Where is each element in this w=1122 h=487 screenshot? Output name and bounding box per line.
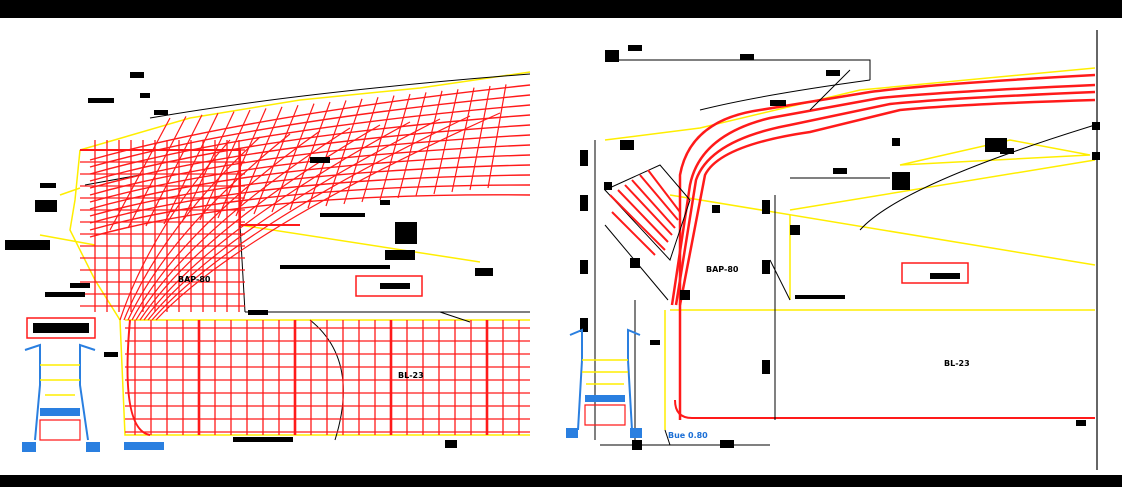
grid-sweep-line — [89, 194, 531, 238]
grid-cross-line — [217, 108, 267, 219]
grid-sweep-line — [89, 94, 531, 168]
left-block-label: BL-23 — [398, 371, 424, 380]
bottom-border-bar — [0, 475, 1122, 487]
left-drawing: BAP-80 BL-23 — [5, 71, 531, 452]
left-blue-scale-bar — [124, 442, 164, 450]
right-block-label: BL-23 — [944, 359, 970, 368]
grid-cross-line — [109, 117, 171, 231]
grid-cross-line — [271, 103, 315, 213]
grid-fan-line — [139, 124, 381, 321]
left-frame-text-block — [380, 283, 410, 289]
right-red-road — [670, 73, 1096, 420]
grid-cross-line — [487, 84, 507, 189]
grid-fan-line — [123, 136, 261, 321]
grid-sweep-line — [89, 174, 531, 224]
grid-fan-line — [119, 139, 231, 321]
left-road-edges — [84, 73, 531, 441]
left-label-text-block — [33, 323, 89, 333]
grid-cross-line — [343, 97, 379, 205]
grid-cross-line — [199, 109, 251, 221]
grid-cross-line — [361, 95, 395, 203]
grid-fan-line — [131, 130, 321, 321]
left-grid-horizontals-lower — [125, 327, 530, 433]
right-red-hatching — [609, 169, 681, 256]
grid-cross-line — [379, 93, 411, 201]
grid-fan-line — [155, 112, 501, 321]
grid-cross-line — [163, 112, 219, 225]
left-red-label-box — [26, 317, 96, 339]
grid-sweep-line — [89, 184, 531, 231]
grid-cross-line — [415, 90, 443, 197]
right-frame-text-block — [930, 273, 960, 279]
grid-cross-line — [397, 92, 427, 199]
right-red-frame-box — [901, 262, 969, 284]
left-annotations — [5, 72, 493, 448]
grid-sweep-line — [89, 164, 531, 217]
right-annotations — [580, 45, 1100, 450]
grid-fan-line — [135, 127, 351, 321]
grid-sweep-line — [89, 104, 531, 175]
left-red-grid — [80, 84, 531, 436]
left-grid-sweeps — [89, 84, 531, 321]
grid-sweep-line — [89, 134, 531, 196]
right-yellow-outline — [604, 67, 1096, 430]
right-detail-figure — [566, 328, 642, 438]
right-drawing: BAP-80 BL-23 Bue 0.80 — [566, 30, 1100, 470]
grid-cross-line — [451, 87, 475, 193]
grid-cross-line — [253, 104, 299, 215]
grid-cross-line — [289, 101, 331, 211]
grid-sweep-line — [89, 154, 531, 210]
left-road-label: BAP-80 — [178, 275, 211, 284]
right-road-label: BAP-80 — [706, 265, 739, 274]
grid-fan-line — [127, 133, 291, 321]
top-border-bar — [0, 0, 1122, 18]
grid-cross-line — [145, 114, 203, 227]
grid-cross-line — [307, 100, 347, 209]
grid-cross-line — [235, 106, 283, 217]
grid-sweep-line — [89, 84, 531, 161]
left-detail-figure — [22, 343, 164, 452]
left-red-frame-box — [355, 275, 423, 297]
grid-cross-line — [433, 89, 459, 195]
left-grid-verticals-lower — [134, 320, 520, 435]
grid-cross-line — [127, 116, 187, 229]
grid-cross-line — [325, 98, 363, 207]
grid-cross-line — [469, 85, 491, 191]
grid-sweep-line — [89, 144, 531, 203]
right-scale-label: Bue 0.80 — [668, 431, 708, 440]
